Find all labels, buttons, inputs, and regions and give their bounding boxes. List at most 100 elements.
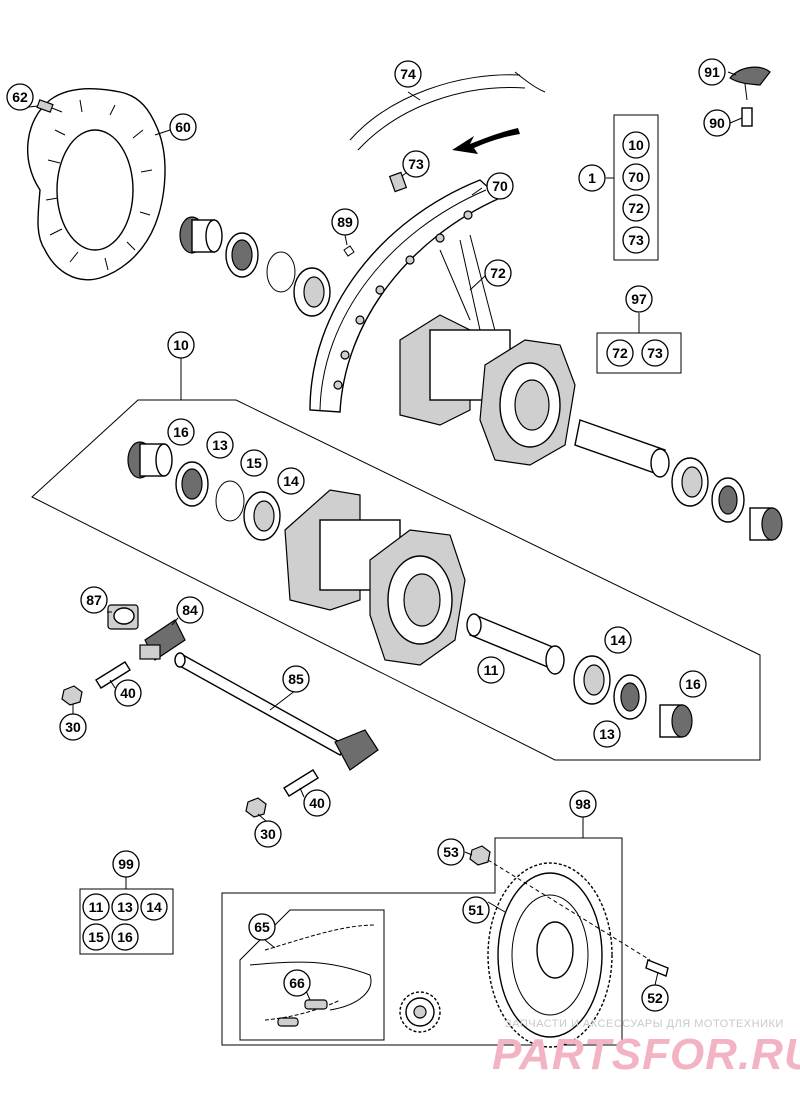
svg-text:99: 99 [118, 856, 134, 872]
callout-40-lower: 40 [303, 789, 331, 817]
sprocket-bolt-52 [645, 959, 669, 977]
nut-30a [61, 685, 83, 706]
callout-1-item-10: 10 [622, 131, 650, 159]
svg-text:40: 40 [120, 685, 136, 701]
hub-bearing-14-left [243, 491, 281, 541]
hub-spacer-16-right [659, 704, 693, 738]
svg-text:74: 74 [400, 66, 416, 82]
svg-text:72: 72 [628, 200, 644, 216]
callout-66: 66 [283, 969, 311, 997]
front-sprocket [399, 991, 441, 1033]
svg-text:10: 10 [628, 137, 644, 153]
spoke-nipple [388, 171, 408, 193]
svg-text:87: 87 [86, 592, 102, 608]
svg-text:16: 16 [173, 424, 189, 440]
svg-text:89: 89 [337, 214, 353, 230]
svg-text:53: 53 [443, 844, 459, 860]
callout-89: 89 [331, 208, 359, 236]
callout-51: 51 [462, 896, 490, 924]
svg-text:10: 10 [173, 337, 189, 353]
callout-16-upper: 16 [167, 418, 195, 446]
svg-text:15: 15 [88, 929, 104, 945]
upper-right-spacer [574, 419, 670, 478]
svg-text:16: 16 [685, 676, 701, 692]
svg-text:84: 84 [182, 602, 198, 618]
callout-14-lower: 14 [604, 626, 632, 654]
svg-text:72: 72 [490, 265, 506, 281]
watermark-tagline: ЗАПЧАСТИ И АКСЕССУАРЫ ДЛЯ МОТОТЕХНИКИ [505, 1018, 784, 1030]
hub-circlip-15 [215, 480, 245, 522]
callout-53: 53 [437, 838, 465, 866]
upper-bearing-14 [293, 267, 331, 317]
callout-11: 11 [477, 656, 505, 684]
adjuster-bolt-40b [283, 769, 319, 797]
master-link [277, 999, 328, 1027]
callout-1-item-73: 73 [622, 226, 650, 254]
valve-cap [729, 66, 771, 127]
callout-30-lower: 30 [254, 820, 282, 848]
svg-text:15: 15 [246, 455, 262, 471]
rim [309, 179, 502, 413]
callout-30-upper: 30 [59, 713, 87, 741]
svg-text:51: 51 [468, 902, 484, 918]
hub-assembly-10-outline [31, 399, 761, 761]
callout-73-upper: 73 [402, 150, 430, 178]
hub-body [284, 489, 466, 666]
svg-text:14: 14 [283, 473, 299, 489]
upper-small-part-89 [343, 245, 355, 257]
callout-99: 99 [112, 850, 140, 878]
callout-1-item-72: 72 [622, 194, 650, 222]
svg-text:85: 85 [288, 671, 304, 687]
callout-85: 85 [282, 665, 310, 693]
tyre [349, 71, 546, 151]
part-drawings [27, 66, 783, 1048]
callout-84: 84 [176, 596, 204, 624]
callout-72-upper: 72 [484, 259, 512, 287]
callout-99-item-15: 15 [82, 923, 110, 951]
chain-adjuster-right [334, 729, 379, 771]
svg-text:90: 90 [709, 115, 725, 131]
callout-98: 98 [569, 790, 597, 818]
assembly-98-box [221, 837, 623, 1046]
callout-16-lower: 16 [679, 670, 707, 698]
svg-text:1: 1 [588, 170, 596, 186]
svg-text:30: 30 [65, 719, 81, 735]
upper-right-spacer-16 [749, 507, 783, 541]
svg-text:11: 11 [484, 662, 499, 678]
svg-text:30: 30 [260, 826, 276, 842]
callout-65: 65 [248, 913, 276, 941]
assembly-1-box [613, 114, 659, 261]
callout-62: 62 [6, 83, 34, 111]
watermark-logo: PARTSFOR.RU [492, 1030, 800, 1079]
hub-spacer-11 [466, 613, 565, 675]
upper-right-bearing [671, 457, 709, 507]
axle-nut-87 [107, 604, 139, 630]
nut-30b [245, 797, 267, 818]
callout-97-item-72: 72 [606, 339, 634, 367]
callout-52: 52 [641, 984, 669, 1012]
callout-1: 1 [578, 164, 606, 192]
callout-90: 90 [703, 109, 731, 137]
svg-text:11: 11 [89, 899, 104, 915]
callout-97: 97 [625, 285, 653, 313]
brake-disc [27, 88, 166, 281]
svg-text:16: 16 [117, 929, 133, 945]
svg-text:14: 14 [146, 899, 162, 915]
svg-text:65: 65 [254, 919, 270, 935]
callout-14-upper: 14 [277, 467, 305, 495]
callout-91: 91 [698, 58, 726, 86]
chain-box [239, 909, 385, 1041]
callout-13-lower: 13 [593, 720, 621, 748]
hub-spacer-16-left [127, 441, 173, 479]
svg-text:66: 66 [289, 975, 305, 991]
rear-sprocket [487, 862, 613, 1048]
callout-99-item-16: 16 [111, 923, 139, 951]
rotation-arrow-icon [452, 128, 520, 154]
upper-spacer-16 [179, 216, 223, 254]
svg-text:91: 91 [704, 64, 720, 80]
callout-15: 15 [240, 449, 268, 477]
svg-text:62: 62 [12, 89, 28, 105]
callout-1-item-70: 70 [622, 163, 650, 191]
chain-adjuster-84 [139, 619, 186, 661]
